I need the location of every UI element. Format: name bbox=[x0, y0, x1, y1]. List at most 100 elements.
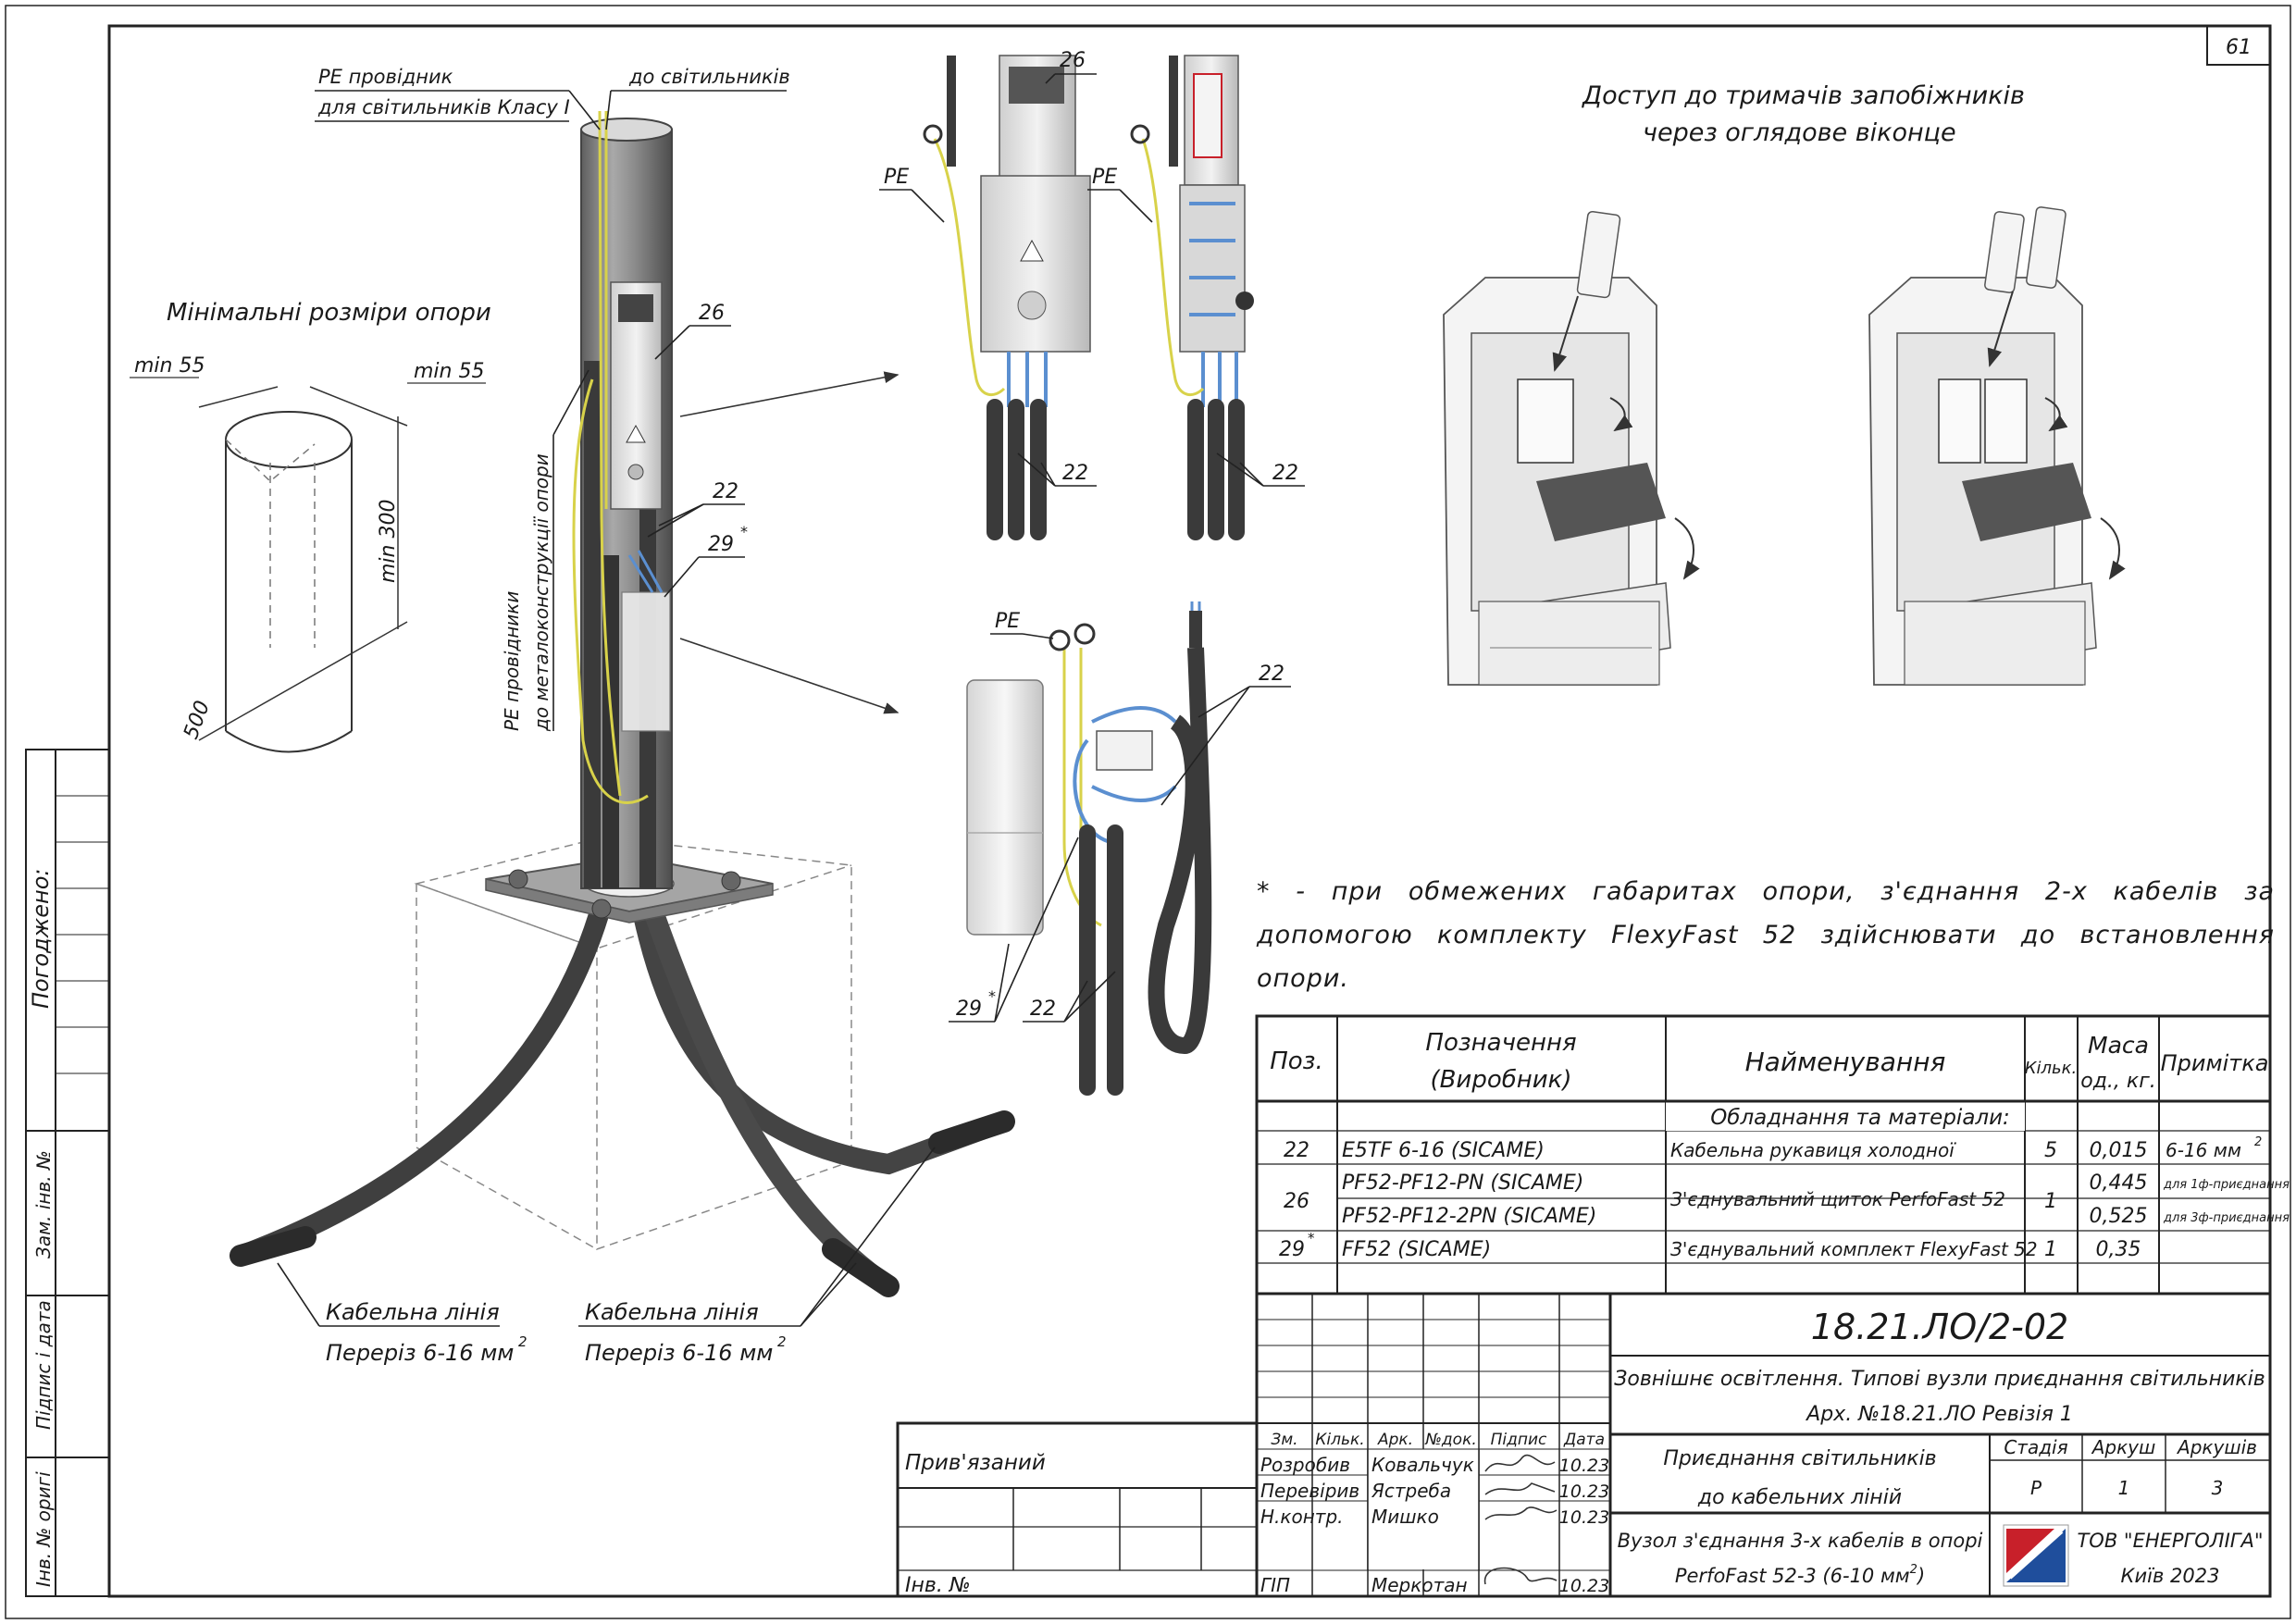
fuse-holder-single bbox=[1443, 210, 1700, 686]
role-checked: Перевірив bbox=[1260, 1480, 1359, 1502]
sheet-label: Аркуш bbox=[2091, 1436, 2156, 1458]
sheet-value: 1 bbox=[2118, 1477, 2130, 1499]
access-label-2: через оглядове віконце bbox=[1643, 118, 1956, 147]
row29-qty: 1 bbox=[2044, 1238, 2057, 1261]
row29-designation: FF52 (SICAME) bbox=[1342, 1238, 1491, 1261]
th-name: Найменування bbox=[1745, 1047, 1946, 1077]
detail-arrow-lower bbox=[679, 638, 900, 714]
pe-label-1: PE bbox=[884, 166, 909, 189]
row26-designation-2: PF52-PF12-2PN (SICAME) bbox=[1342, 1205, 1596, 1228]
cable-section-2: Переріз 6-16 мм bbox=[585, 1340, 773, 1366]
sheet-number: 61 bbox=[2226, 36, 2252, 59]
min-dimensions-sketch: Мінімальні розміри опори min 55 min 55 m… bbox=[130, 299, 491, 753]
doc-code: 18.21.ЛО/2-02 bbox=[1811, 1307, 2068, 1347]
pe-label-3: PE bbox=[995, 610, 1020, 633]
th-qty: Кільк. bbox=[2025, 1059, 2078, 1078]
row22-note-sup: 2 bbox=[2254, 1135, 2262, 1149]
role-gip: ГІП bbox=[1260, 1574, 1290, 1596]
pole-labels: PE провідник для світильників Класу I до… bbox=[315, 66, 790, 732]
pe-conductors-vert-1: PE провідники bbox=[501, 591, 523, 731]
side-stamp: Погоджено: Зам. інв. № Підпис і дата Інв… bbox=[25, 749, 110, 1597]
role-ncontrol: Н.контр. bbox=[1260, 1506, 1344, 1528]
fuse-access-views: Доступ до тримачів запобіжників через ог… bbox=[1443, 81, 2126, 686]
row26-name: З'єднувальний щиток PerfoFast 52 bbox=[1670, 1188, 2005, 1210]
row22-pos: 22 bbox=[1284, 1139, 1309, 1162]
side-agreed: Погоджено: bbox=[28, 869, 54, 1009]
role-developed: Розробив bbox=[1260, 1454, 1350, 1476]
cables-bundle bbox=[230, 878, 1015, 1297]
pos22-label-b: 22 bbox=[1062, 462, 1088, 485]
detail-arrow-upper bbox=[679, 371, 900, 417]
dim-min55-b: min 55 bbox=[414, 360, 484, 383]
drawing-title-2: до кабельних ліній bbox=[1697, 1486, 1902, 1509]
row26-qty: 1 bbox=[2044, 1190, 2057, 1213]
pos29-star-a: * bbox=[740, 523, 748, 540]
name-ncontrol: Мишко bbox=[1371, 1506, 1439, 1528]
row29-pos-star: * bbox=[1308, 1230, 1315, 1246]
col-doc: №док. bbox=[1424, 1431, 1477, 1449]
pole-flexyfast-kit bbox=[621, 591, 671, 732]
col-kilk: Кільк. bbox=[1315, 1431, 1364, 1449]
th-note: Примітка bbox=[2161, 1050, 2269, 1076]
cable-sup-2: 2 bbox=[777, 1333, 787, 1350]
pos29-star-b: * bbox=[988, 987, 996, 1005]
col-sign: Підпис bbox=[1491, 1431, 1547, 1449]
flexyfast-kit-detail: PE 22 29 * 22 bbox=[949, 601, 1291, 1096]
date-ncontrol: 10.23 bbox=[1559, 1507, 1609, 1528]
row26-designation: PF52-PF12-PN (SICAME) bbox=[1342, 1172, 1583, 1195]
company-city: Київ 2023 bbox=[2121, 1565, 2220, 1587]
row26-note-2: для 3ф-приєднання bbox=[2163, 1211, 2290, 1225]
pos22-label-c: 22 bbox=[1272, 462, 1298, 485]
drawing-title-1: Приєднання світильників bbox=[1663, 1447, 1936, 1470]
signature-1 bbox=[1484, 1454, 1556, 1472]
project-line-1: Зовнішнє освітлення. Типові вузли приєдн… bbox=[1614, 1368, 2265, 1391]
th-mass-2: од., кг. bbox=[2080, 1070, 2156, 1093]
pos29-label-b: 29 bbox=[956, 998, 982, 1021]
row22-designation: E5TF 6-16 (SICAME) bbox=[1342, 1139, 1545, 1162]
pos26-label-b: 26 bbox=[1060, 49, 1086, 72]
row26-pos: 26 bbox=[1284, 1190, 1309, 1213]
row22-qty: 5 bbox=[2044, 1139, 2057, 1162]
row26-mass-2: 0,525 bbox=[2090, 1205, 2148, 1228]
pos29-label-a: 29 bbox=[708, 533, 734, 556]
title-block: Зм. Кільк. Арк. №док. Підпис Дата Розроб… bbox=[1255, 1292, 2272, 1598]
signature-4 bbox=[1484, 1567, 1558, 1585]
row29-mass: 0,35 bbox=[2096, 1238, 2141, 1261]
outer-border bbox=[5, 5, 2291, 1619]
pos26-label-a: 26 bbox=[699, 302, 725, 325]
row22-name: Кабельна рукавиця холодної bbox=[1670, 1139, 1956, 1161]
section-title: Обладнання та матеріали: bbox=[1710, 1106, 2010, 1130]
stage-value: Р bbox=[2030, 1477, 2042, 1499]
company-logo bbox=[2003, 1524, 2069, 1587]
pe-conductors-vert-2: до металоконструкції опори bbox=[530, 453, 552, 732]
pole-cutaway bbox=[572, 110, 673, 889]
th-mass-1: Маса bbox=[2088, 1032, 2149, 1059]
name-gip: Меркотан bbox=[1371, 1574, 1468, 1596]
cable-sup-1: 2 bbox=[518, 1333, 527, 1350]
access-label-1: Доступ до тримачів запобіжників bbox=[1582, 81, 2025, 110]
inv-no-label: Інв. № bbox=[905, 1574, 971, 1597]
sheets-label: Аркушів bbox=[2176, 1436, 2257, 1458]
cable-line-1: Кабельна лінія bbox=[326, 1299, 500, 1325]
min-dims-title: Мінімальні розміри опори bbox=[167, 299, 491, 327]
th-designation-1: Позначення bbox=[1425, 1029, 1576, 1057]
stage-label: Стадія bbox=[2004, 1436, 2067, 1458]
pe-label-2: PE bbox=[1092, 166, 1117, 189]
attachment-block: Прив'язаний Інв. № bbox=[896, 1421, 1259, 1598]
specification-table: Поз. Позначення (Виробник) Найменування … bbox=[1255, 1014, 2290, 1295]
perfofast-front-view: PE 26 22 bbox=[879, 49, 1097, 540]
company-name: ТОВ "ЕНЕРГОЛІГА" bbox=[2077, 1530, 2263, 1552]
name-developed: Ковальчук bbox=[1371, 1454, 1474, 1476]
row26-note: для 1ф-приєднання bbox=[2163, 1178, 2290, 1192]
side-sign-date: Підпис і дата bbox=[32, 1300, 55, 1430]
pos22-label-e: 22 bbox=[1030, 998, 1056, 1021]
to-luminaires-label: до світильників bbox=[628, 66, 790, 88]
sheet-number-box bbox=[2206, 25, 2271, 66]
cable-section-1: Переріз 6-16 мм bbox=[326, 1340, 514, 1366]
cable-line-labels: Кабельна лінія Переріз 6-16 мм 2 Кабельн… bbox=[277, 1147, 936, 1366]
attached-label: Прив'язаний bbox=[905, 1451, 1046, 1475]
th-pos: Поз. bbox=[1270, 1048, 1323, 1075]
installation-note: * - при обмежених габаритах опори, з'єдн… bbox=[1257, 877, 2275, 993]
sheets-value: 3 bbox=[2212, 1477, 2224, 1499]
